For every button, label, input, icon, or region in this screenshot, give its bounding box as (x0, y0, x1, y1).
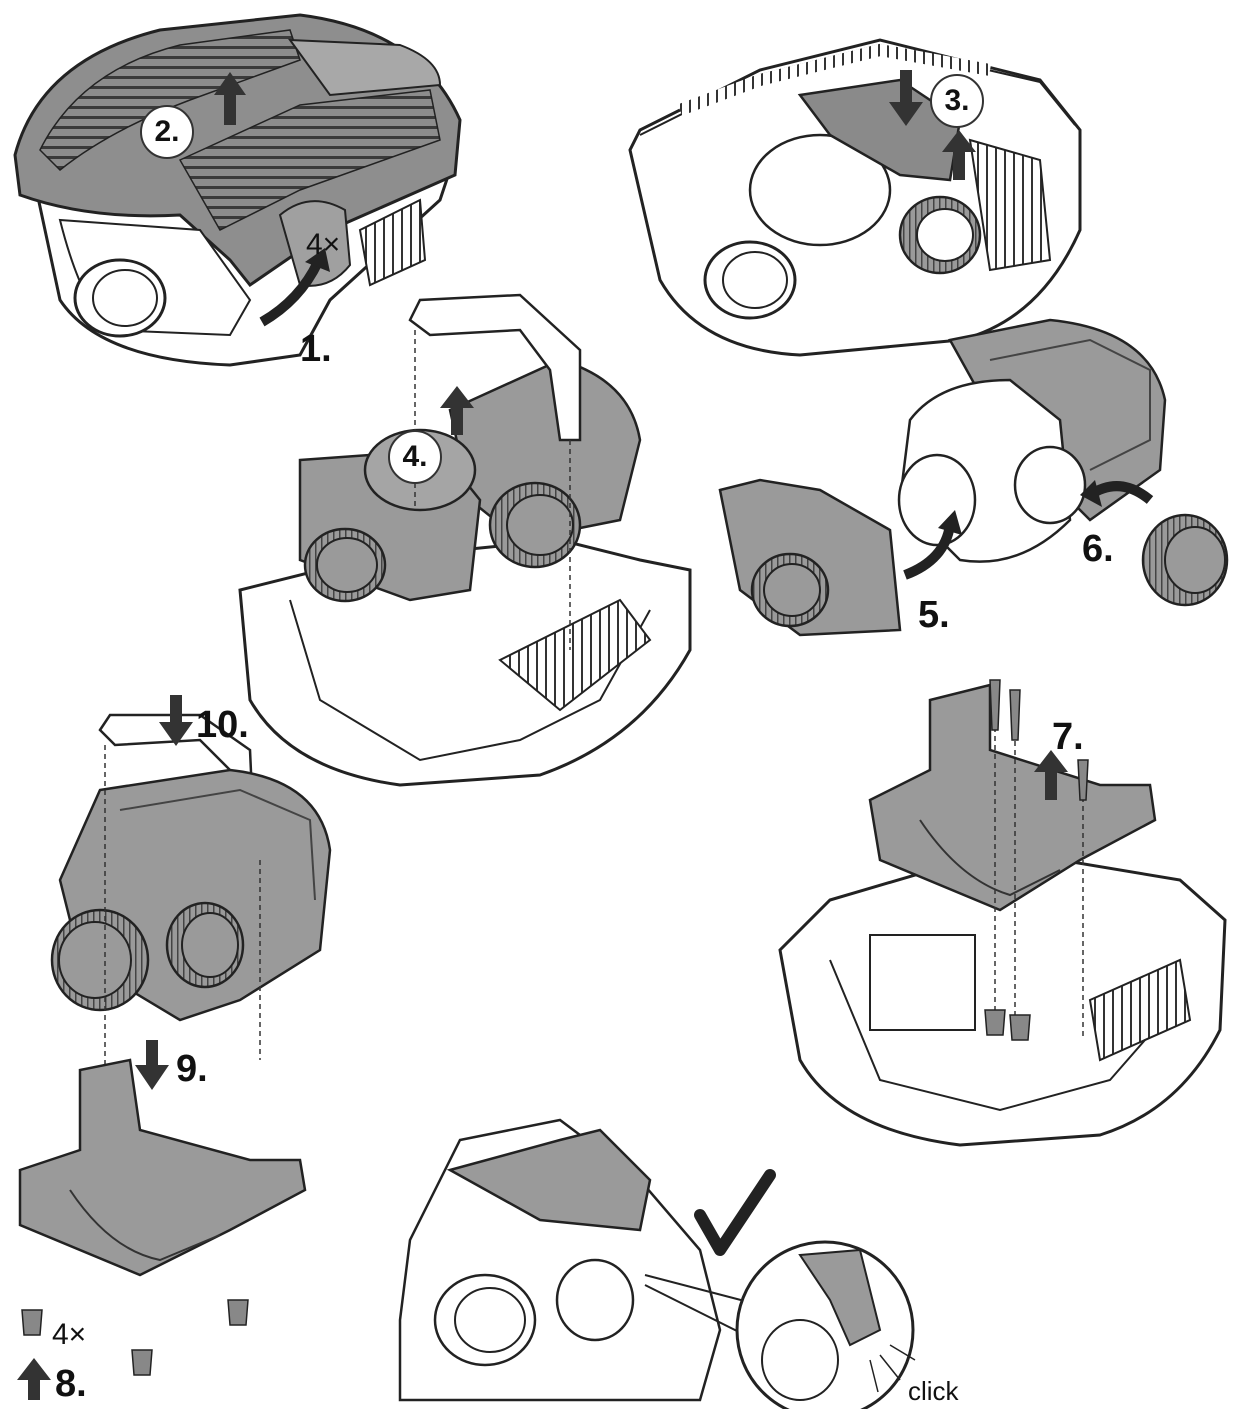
arrow-down-icon (135, 1040, 169, 1090)
arrow-down-icon (159, 695, 193, 746)
turn-arrow-icon (259, 248, 330, 327)
check-mark-icon (694, 1169, 776, 1256)
arrow-up-icon (17, 1358, 51, 1400)
screw-count-label-top: 4× (306, 228, 341, 261)
step-label-3: 3. (930, 74, 984, 128)
arrow-up-icon (942, 130, 976, 180)
click-label: click (908, 1376, 959, 1406)
housing-holder-removal (778, 679, 1227, 1147)
step-label-1: 1. (300, 328, 332, 370)
pump-open-housing (628, 38, 1082, 357)
arrow-up-icon (1034, 750, 1068, 800)
step-label-7: 7. (1052, 716, 1084, 758)
step-label-5: 5. (918, 594, 950, 636)
pump-motor-removal (238, 293, 692, 787)
arrow-up-icon (440, 386, 474, 435)
arrow-down-icon (889, 70, 923, 126)
turn-arrow-icon (903, 510, 962, 580)
arrow-up-icon (214, 72, 246, 125)
step-label-10: 10. (196, 704, 249, 746)
step-label-4: 4. (388, 430, 442, 484)
turn-arrow-icon (1080, 480, 1154, 507)
motor-reassembly (18, 713, 332, 1376)
step-label-2: 2. (140, 105, 194, 159)
pump-closed-unit (13, 13, 462, 367)
step-label-9: 9. (176, 1048, 208, 1090)
step-label-6: 6. (1082, 528, 1114, 570)
final-assembled-view (398, 1118, 916, 1409)
motor-unit-disassembly (718, 318, 1229, 637)
screw-count-label-bottom: 4× (52, 1318, 87, 1351)
step-label-8: 8. (55, 1363, 87, 1405)
